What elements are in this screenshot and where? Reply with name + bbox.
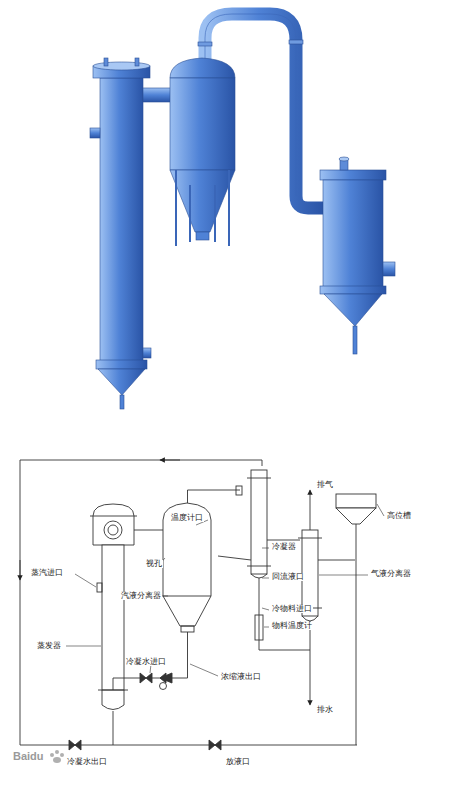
part-label: 气液分离器 (370, 570, 412, 578)
part-label: 回流液口 (271, 573, 305, 581)
part-label: 物料温度计 (271, 622, 313, 630)
part-label: 蒸发器 (36, 642, 62, 650)
part-label: 冷凝器 (271, 543, 297, 551)
part-label: 温度计口 (170, 514, 204, 522)
part-label: 高位槽 (386, 512, 412, 520)
part-label: 放液口 (225, 758, 251, 766)
watermark: Baidu (12, 750, 45, 762)
part-label: 排气 (316, 481, 334, 489)
part-label: 冷凝水出口 (66, 758, 108, 766)
part-label: 排水 (316, 706, 334, 714)
part-label: 冷物料进口 (271, 605, 313, 613)
part-label: 浓缩液出口 (220, 673, 262, 681)
part-label: 汽液分离器 (120, 592, 162, 600)
part-label: 冷凝水进口 (125, 658, 167, 666)
part-label: 视孔 (145, 560, 163, 568)
part-label: 蒸汽进口 (30, 569, 64, 577)
